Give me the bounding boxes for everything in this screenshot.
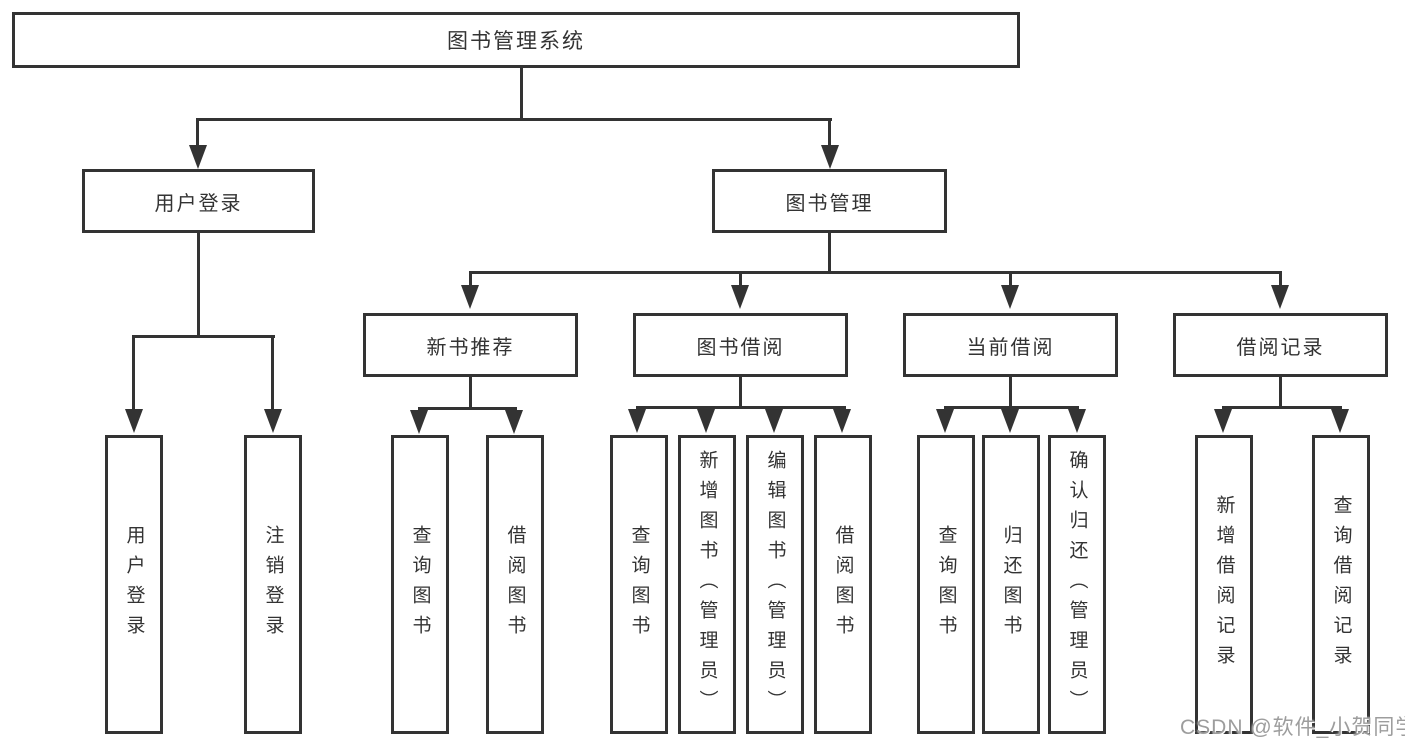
node-label: 图书管理系统 [447,30,585,53]
leaf-label: 查询图书 [628,524,650,645]
node-borrow-records: 借阅记录 [1173,313,1388,377]
edge-book-management-split [469,271,1282,274]
edge-drop-leaf-logout [271,337,274,409]
arrowhead-leaf-query-books-2 [628,409,646,433]
edge-borrow-records-split [1222,406,1342,409]
leaf-label: 注销登录 [262,524,284,645]
arrowhead-leaf-add-book [697,409,715,433]
arrowhead-leaf-user-login [125,409,143,433]
leaf-label: 查询图书 [935,524,957,645]
leaf-label: 查询图书 [409,524,431,645]
watermark-csdn: CSDN @软件_小贺同学 [1180,716,1405,739]
leaf-borrow-books-1: 借阅图书 [486,435,544,734]
leaf-borrow-books-2: 借阅图书 [814,435,872,734]
leaf-label: 编辑图书（管理员） [764,449,786,720]
arrowhead-leaf-query-record [1331,409,1349,433]
edge-drop-current-borrow [1009,273,1012,287]
node-book-management: 图书管理 [712,169,947,233]
arrowhead-leaf-borrow-books-1 [505,410,523,434]
leaf-user-login: 用户登录 [105,435,163,734]
leaf-label: 用户登录 [123,524,145,645]
node-label: 新书推荐 [426,336,515,359]
edge-new-book-stem [469,377,472,409]
edge-current-borrow-split [944,406,1079,409]
edge-current-borrow-stem [1009,377,1012,408]
leaf-add-borrow-record: 新增借阅记录 [1195,435,1253,734]
edge-drop-leaf-user-login [132,337,135,409]
edge-drop-new-book [469,273,472,287]
node-label: 借阅记录 [1236,336,1325,359]
arrowhead-leaf-add-record [1214,409,1232,433]
node-book-borrow: 图书借阅 [633,313,848,377]
arrowhead-leaf-borrow-books-2 [833,409,851,433]
edge-user-login-stem [197,233,200,337]
leaf-confirm-return-admin: 确认归还（管理员） [1048,435,1106,734]
arrowhead-leaf-edit-book [765,409,783,433]
leaf-label: 新增图书（管理员） [696,449,718,720]
edge-drop-user-login [196,120,199,148]
node-library-management-system: 图书管理系统 [12,12,1020,68]
node-current-borrow: 当前借阅 [903,313,1118,377]
arrowhead-current-borrow [1001,285,1019,309]
leaf-query-books-3: 查询图书 [917,435,975,734]
arrowhead-new-book [461,285,479,309]
leaf-return-book: 归还图书 [982,435,1040,734]
edge-user-login-split [132,335,275,338]
edge-drop-book-borrow [739,273,742,287]
arrowhead-leaf-confirm-return [1068,409,1086,433]
edge-book-management-stem [828,233,831,273]
arrowhead-leaf-logout [264,409,282,433]
leaf-label: 新增借阅记录 [1213,494,1235,675]
arrowhead-leaf-query-books-3 [936,409,954,433]
node-label: 用户登录 [154,192,243,215]
edge-drop-book-management [828,120,831,148]
leaf-add-book-admin: 新增图书（管理员） [678,435,736,734]
arrowhead-book-borrow [731,285,749,309]
leaf-query-borrow-record: 查询借阅记录 [1312,435,1370,734]
edge-book-borrow-split [636,406,846,409]
leaf-label: 借阅图书 [504,524,526,645]
leaf-label: 确认归还（管理员） [1066,449,1088,720]
node-new-book-recommend: 新书推荐 [363,313,578,377]
arrowhead-user-login [189,145,207,169]
edge-drop-borrow-records [1279,273,1282,287]
leaf-query-books-1: 查询图书 [391,435,449,734]
node-label: 当前借阅 [966,336,1055,359]
edge-borrow-records-stem [1279,377,1282,408]
edge-new-book-split [418,407,517,410]
leaf-label: 借阅图书 [832,524,854,645]
leaf-label: 归还图书 [1000,524,1022,645]
node-label: 图书管理 [785,192,874,215]
leaf-label: 查询借阅记录 [1330,494,1352,675]
node-label: 图书借阅 [696,336,785,359]
leaf-logout: 注销登录 [244,435,302,734]
arrowhead-leaf-return-book [1001,409,1019,433]
arrowhead-borrow-records [1271,285,1289,309]
edge-book-borrow-stem [739,377,742,408]
node-user-login: 用户登录 [82,169,315,233]
edge-root-stem [520,66,523,120]
leaf-query-books-2: 查询图书 [610,435,668,734]
arrowhead-book-management [821,145,839,169]
leaf-edit-book-admin: 编辑图书（管理员） [746,435,804,734]
edge-root-split [196,118,832,121]
arrowhead-leaf-query-books-1 [410,410,428,434]
